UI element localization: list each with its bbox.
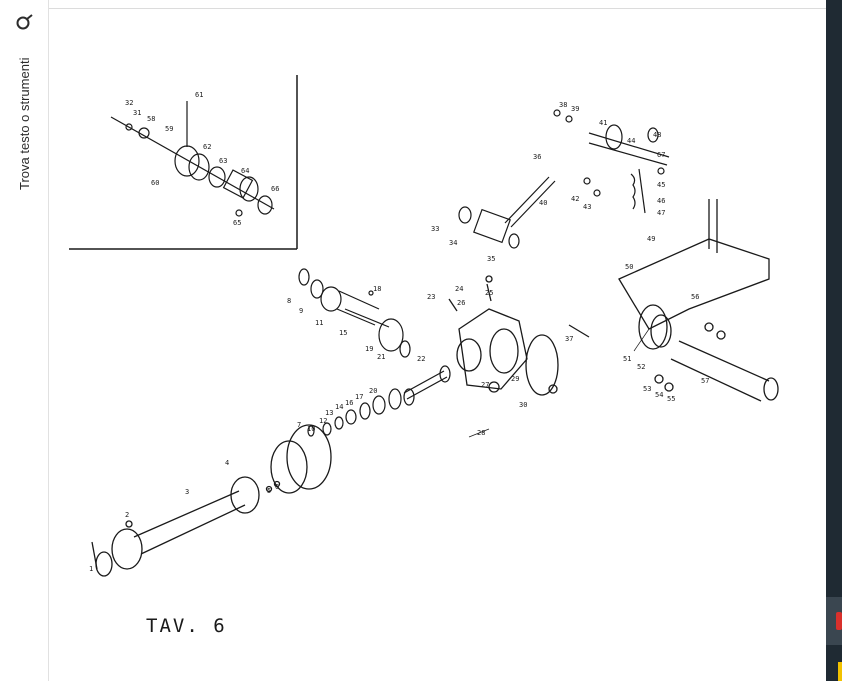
part-label: 49 [647, 235, 655, 243]
part-label: 40 [539, 199, 547, 207]
inset-assembly [110, 101, 275, 217]
part-label: 35 [487, 255, 495, 263]
part-label: 16 [345, 399, 353, 407]
part-label: 2 [125, 511, 129, 519]
upper-parts [298, 268, 411, 358]
part-label: 66 [271, 185, 279, 193]
part-label: 43 [583, 203, 591, 211]
document-top-edge [49, 0, 826, 9]
part-label: 46 [657, 197, 665, 205]
yellow-badge[interactable] [838, 662, 842, 681]
part-label: 21 [377, 353, 385, 361]
part-label: 18 [373, 285, 381, 293]
part-label: 13 [325, 409, 333, 417]
part-label: 7 [297, 421, 301, 429]
pto-shaft [91, 424, 332, 577]
drawing-caption: TAV. 6 [146, 615, 227, 637]
part-label: 47 [657, 209, 665, 217]
part-label: 29 [511, 375, 519, 383]
part-label: 45 [657, 181, 665, 189]
part-label: 36 [533, 153, 541, 161]
part-label: 38 [559, 101, 567, 109]
part-label: 54 [655, 391, 663, 399]
gearbox [448, 275, 559, 396]
find-text-or-tools-label[interactable]: Trova testo o strumenti [17, 57, 32, 190]
part-label: 11 [315, 319, 323, 327]
part-label: 8 [287, 297, 291, 305]
part-label: 27 [481, 381, 489, 389]
part-label: 52 [637, 363, 645, 371]
part-label: 59 [165, 125, 173, 133]
bearing-stack [307, 388, 415, 437]
part-label: 1 [89, 565, 93, 573]
chassis-frame [568, 199, 779, 402]
part-label: 22 [417, 355, 425, 363]
left-tools-sidebar: Trova testo o strumenti [0, 0, 49, 681]
part-label: 15 [339, 329, 347, 337]
red-badge[interactable] [836, 612, 842, 630]
right-panel-tab[interactable] [826, 597, 842, 645]
part-label: 4 [225, 459, 229, 467]
part-label: 58 [147, 115, 155, 123]
part-label: 31 [133, 109, 141, 117]
part-label: 50 [625, 263, 633, 271]
part-label: 64 [241, 167, 249, 175]
gear-shaft [403, 365, 451, 400]
part-label: 14 [335, 403, 343, 411]
search-icon[interactable] [15, 14, 35, 34]
part-label-group: 32 31 58 59 61 62 63 64 60 66 65 1 2 3 4… [89, 91, 709, 573]
part-label: 26 [457, 299, 465, 307]
part-label: 24 [455, 285, 463, 293]
part-label: 28 [477, 429, 485, 437]
part-label: 3 [185, 488, 189, 496]
part-label: 33 [431, 225, 439, 233]
part-label: 17 [355, 393, 363, 401]
part-label: 42 [571, 195, 579, 203]
part-label: 37 [565, 335, 573, 343]
leader-lines [468, 328, 650, 438]
part-label: 32 [125, 99, 133, 107]
pdf-page: 32 31 58 59 61 62 63 64 60 66 65 1 2 3 4… [49, 9, 826, 681]
part-label: 34 [449, 239, 457, 247]
lever-assembly [458, 109, 670, 249]
part-label: 41 [599, 119, 607, 127]
part-label: 23 [427, 293, 435, 301]
part-label: 6 [275, 483, 279, 491]
part-label: 12 [319, 417, 327, 425]
part-label: 30 [519, 401, 527, 409]
part-label: 61 [195, 91, 203, 99]
part-label: 44 [627, 137, 635, 145]
part-label: 10 [307, 425, 315, 433]
part-label: 60 [151, 179, 159, 187]
exploded-parts-drawing: 32 31 58 59 61 62 63 64 60 66 65 1 2 3 4… [69, 75, 779, 577]
part-label: 67 [657, 151, 665, 159]
part-label: 9 [299, 307, 303, 315]
part-label: 25 [485, 289, 493, 297]
part-label: 53 [643, 385, 651, 393]
part-label: 51 [623, 355, 631, 363]
part-label: 48 [653, 131, 661, 139]
part-label: 62 [203, 143, 211, 151]
part-label: 39 [571, 105, 579, 113]
part-label: 55 [667, 395, 675, 403]
part-label: 19 [365, 345, 373, 353]
part-label: 65 [233, 219, 241, 227]
part-label: 5 [267, 487, 271, 495]
right-scroll-edge[interactable] [826, 0, 842, 681]
part-label: 56 [691, 293, 699, 301]
part-label: 57 [701, 377, 709, 385]
part-label: 63 [219, 157, 227, 165]
part-label: 20 [369, 387, 377, 395]
